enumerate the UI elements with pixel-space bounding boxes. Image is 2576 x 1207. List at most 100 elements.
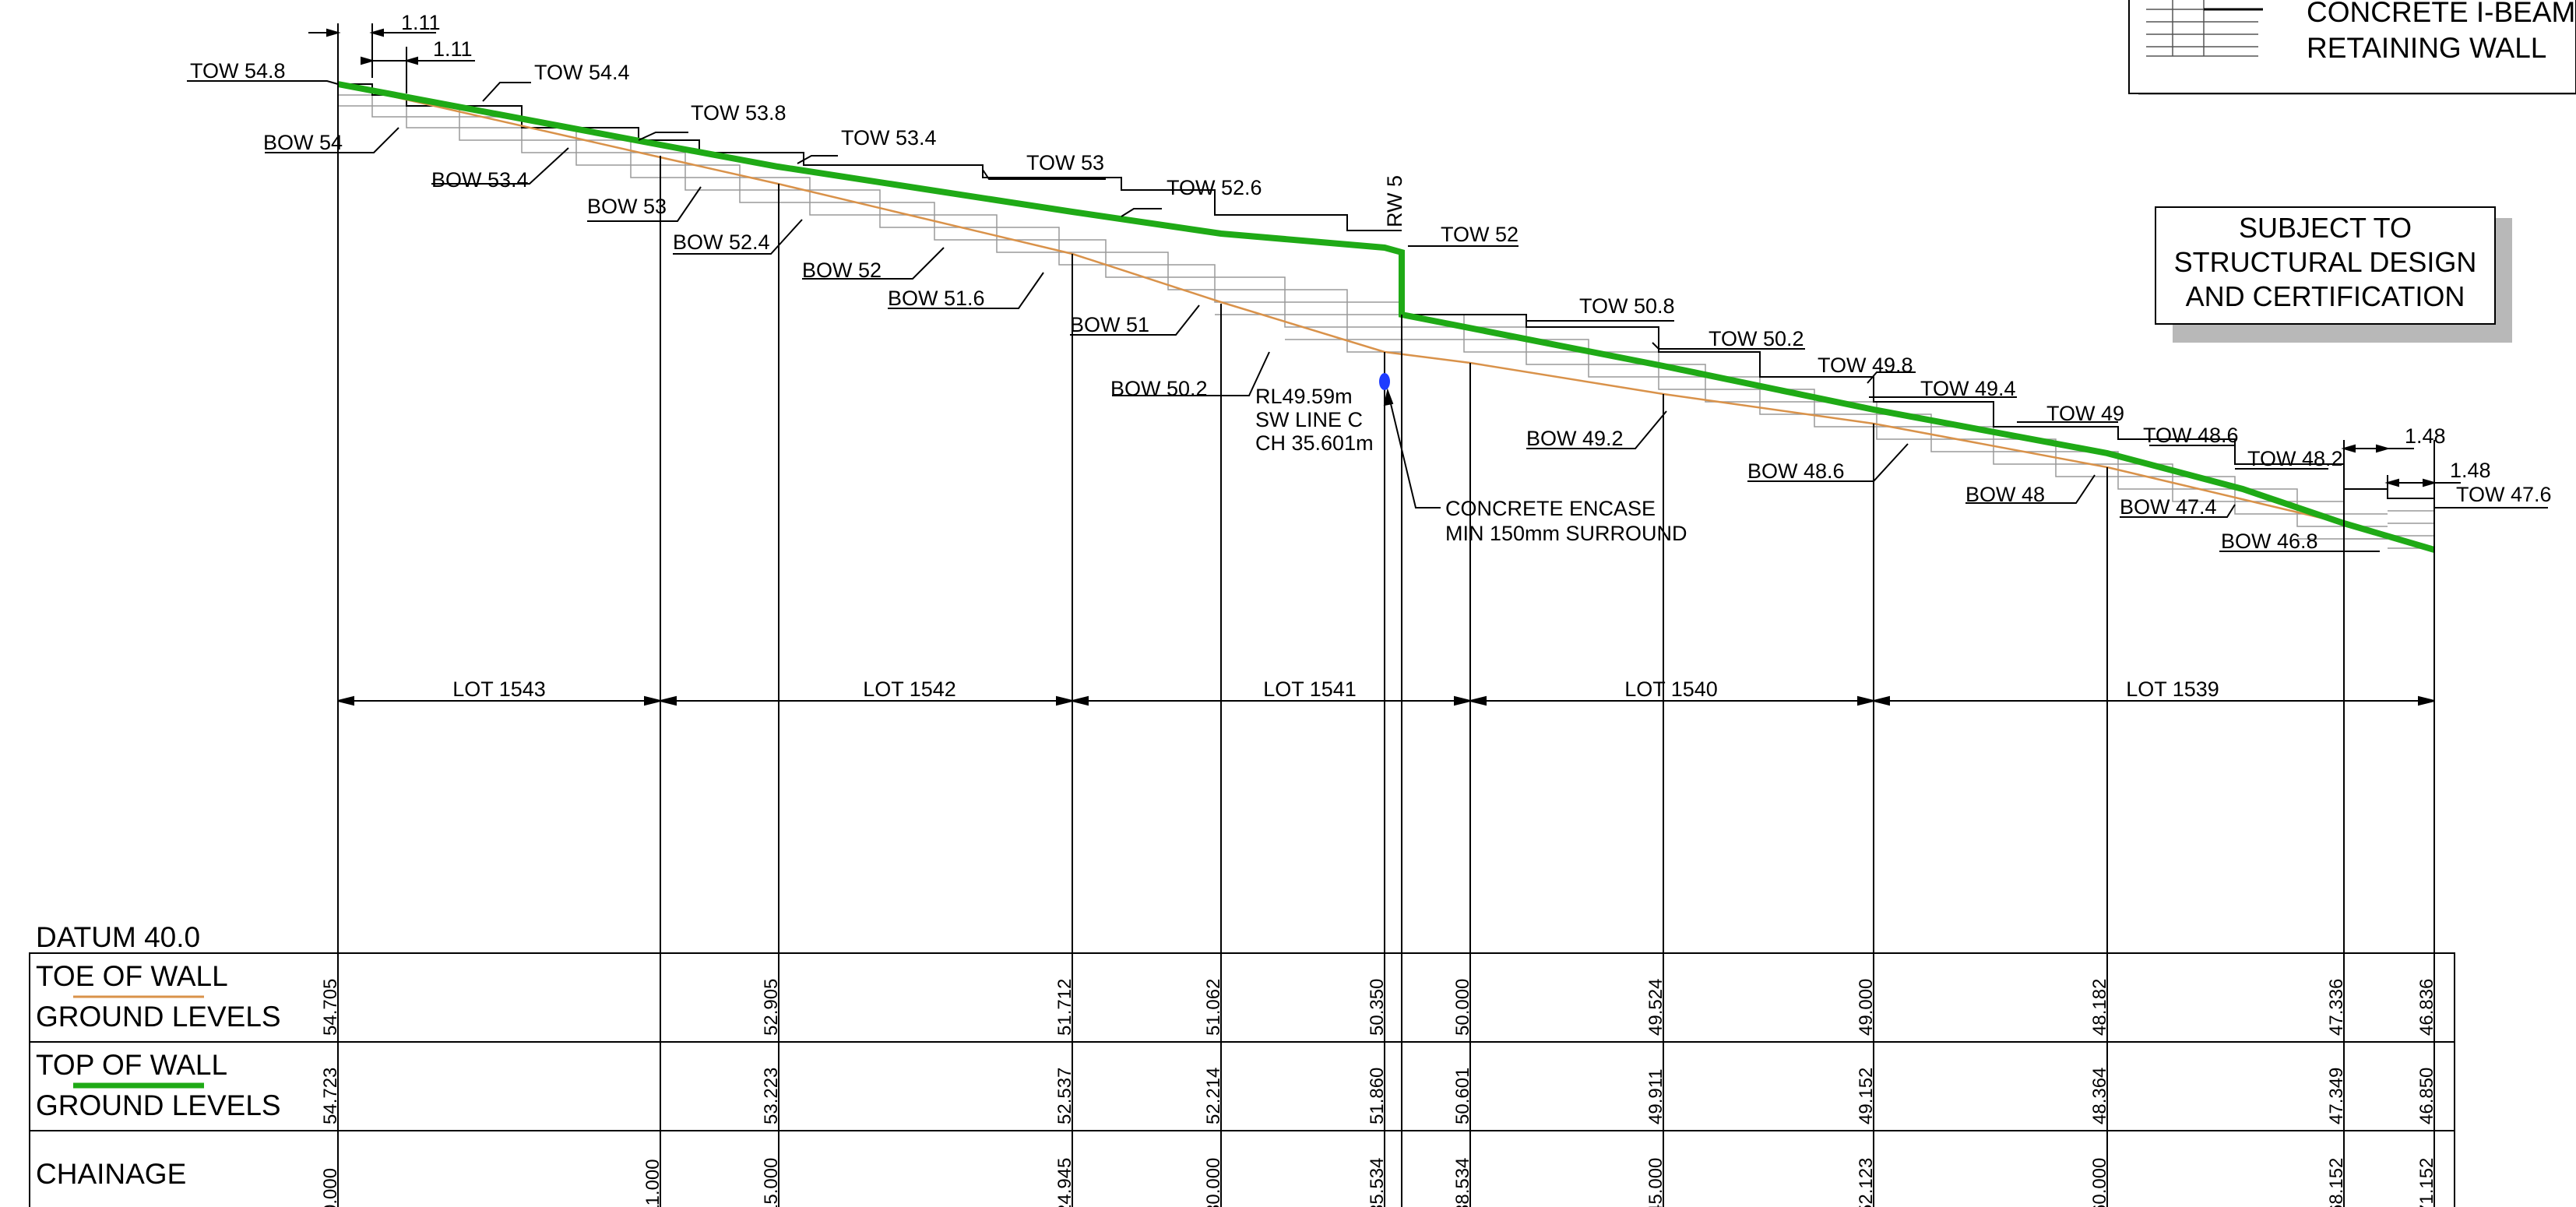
chainage: 30.000 bbox=[1203, 1158, 1224, 1207]
toe-level: 51.712 bbox=[1054, 979, 1075, 1036]
bow-label-53: BOW 53 bbox=[587, 195, 667, 218]
chainage: 15.000 bbox=[761, 1158, 782, 1207]
chainage: 35.534 bbox=[1367, 1158, 1388, 1207]
service-line: SW LINE C bbox=[1255, 408, 1363, 431]
service-chainage: CH 35.601m bbox=[1255, 431, 1374, 455]
bow-label-52: BOW 52 bbox=[802, 259, 882, 282]
top-level: 51.860 bbox=[1367, 1068, 1388, 1124]
dimension-right-label-1: 1.48 bbox=[2405, 424, 2446, 448]
lot-dimension-line bbox=[337, 695, 2435, 706]
legend-symbol bbox=[2146, 0, 2263, 57]
top-level: 53.223 bbox=[761, 1068, 782, 1124]
toe-level: 48.182 bbox=[2089, 979, 2110, 1036]
chainage: 68.152 bbox=[2326, 1158, 2347, 1207]
chainage: 52.123 bbox=[1856, 1158, 1877, 1207]
dimension-right bbox=[2341, 444, 2461, 498]
tow-label-47-6: TOW 47.6 bbox=[2456, 483, 2552, 506]
chainage: 24.945 bbox=[1054, 1158, 1075, 1207]
lot-label-1540: LOT 1540 bbox=[1624, 677, 1718, 701]
lot-label-1539: LOT 1539 bbox=[2126, 677, 2219, 701]
structural-note-box: SUBJECT TO STRUCTURAL DESIGN AND CERTIFI… bbox=[2155, 206, 2512, 343]
top-level: 46.850 bbox=[2416, 1068, 2437, 1124]
tow-label-48-2: TOW 48.2 bbox=[2247, 447, 2343, 470]
bow-label-47-4: BOW 47.4 bbox=[2120, 495, 2217, 519]
bow-label-54: BOW 54 bbox=[263, 131, 343, 154]
legend-line-2: RETAINING WALL bbox=[2307, 32, 2546, 64]
top-level: 49.152 bbox=[1856, 1068, 1877, 1124]
dimension-right-label-2: 1.48 bbox=[2450, 459, 2491, 482]
bow-label-52-4: BOW 52.4 bbox=[673, 230, 770, 254]
toe-level: 50.350 bbox=[1367, 979, 1388, 1036]
top-level-values: 54.723 53.223 52.537 52.214 51.860 50.60… bbox=[320, 1068, 2437, 1124]
row-top-line-2: GROUND LEVELS bbox=[36, 1089, 281, 1121]
note-line-2: STRUCTURAL DESIGN bbox=[2174, 246, 2477, 278]
chainage-values: 0.000 11.000 15.000 24.945 30.000 35.534… bbox=[320, 1158, 2437, 1207]
top-level: 52.214 bbox=[1203, 1068, 1224, 1124]
chainage: 0.000 bbox=[320, 1168, 341, 1207]
toe-level: 51.062 bbox=[1203, 979, 1224, 1036]
chainage: 45.000 bbox=[1645, 1158, 1666, 1207]
lot-label-1543: LOT 1543 bbox=[452, 677, 546, 701]
tow-label-53: TOW 53 bbox=[1026, 151, 1104, 174]
toe-level: 46.836 bbox=[2416, 979, 2437, 1036]
top-level: 48.364 bbox=[2089, 1068, 2110, 1124]
encase-note-2: MIN 150mm SURROUND bbox=[1445, 522, 1687, 545]
bow-label-48: BOW 48 bbox=[1965, 483, 2045, 506]
toe-ground-line bbox=[337, 83, 2435, 551]
toe-level: 52.905 bbox=[761, 979, 782, 1036]
note-line-3: AND CERTIFICATION bbox=[2186, 280, 2465, 312]
top-level: 52.537 bbox=[1054, 1068, 1075, 1124]
bow-label-49-2: BOW 49.2 bbox=[1526, 427, 1624, 450]
bow-label-46-8: BOW 46.8 bbox=[2221, 530, 2318, 553]
rw-label: RW 5 bbox=[1383, 175, 1406, 227]
datum-label: DATUM 40.0 bbox=[36, 921, 200, 953]
tow-label-54-4: TOW 54.4 bbox=[534, 61, 630, 84]
lot-label-1541: LOT 1541 bbox=[1263, 677, 1357, 701]
tow-label-52: TOW 52 bbox=[1441, 223, 1519, 246]
tow-label-53-4: TOW 53.4 bbox=[841, 126, 937, 150]
service-marker-icon bbox=[1379, 373, 1390, 390]
row-top-line-1: TOP OF WALL bbox=[36, 1049, 227, 1081]
service-rl: RL49.59m bbox=[1255, 385, 1353, 408]
dimension-top bbox=[308, 23, 475, 93]
station-lines bbox=[337, 78, 2435, 1207]
legend-box: CONCRETE I-BEAM RETAINING WALL bbox=[2128, 0, 2576, 95]
encase-leader bbox=[1383, 388, 1441, 508]
encase-note-1: CONCRETE ENCASE bbox=[1445, 497, 1656, 520]
tow-label-50-8: TOW 50.8 bbox=[1579, 294, 1675, 318]
bow-label-53-4: BOW 53.4 bbox=[431, 168, 529, 192]
tow-leaders bbox=[187, 80, 2548, 508]
toe-level: 49.000 bbox=[1856, 979, 1877, 1036]
bow-label-50-2: BOW 50.2 bbox=[1110, 377, 1208, 400]
toe-level-values: 54.705 52.905 51.712 51.062 50.350 50.00… bbox=[320, 979, 2437, 1036]
row-toe-line-2: GROUND LEVELS bbox=[36, 1001, 281, 1033]
dimension-top-label-1: 1.11 bbox=[401, 11, 441, 34]
tow-label-53-8: TOW 53.8 bbox=[691, 101, 787, 125]
legend-line-1: CONCRETE I-BEAM bbox=[2307, 0, 2575, 28]
chainage: 60.000 bbox=[2089, 1158, 2110, 1207]
bow-leaders bbox=[265, 127, 2380, 552]
top-level: 49.911 bbox=[1645, 1068, 1666, 1124]
top-level: 47.349 bbox=[2326, 1068, 2347, 1124]
tow-label-49: TOW 49 bbox=[2046, 402, 2124, 425]
toe-level: 54.705 bbox=[320, 979, 341, 1036]
tow-label-54-8: TOW 54.8 bbox=[190, 59, 286, 83]
dimension-top-label-2: 1.11 bbox=[433, 37, 473, 61]
row-toe-line-1: TOE OF WALL bbox=[36, 960, 228, 992]
tow-label-50-2: TOW 50.2 bbox=[1709, 327, 1804, 350]
top-of-wall-line bbox=[337, 81, 2436, 553]
tow-label-52-6: TOW 52.6 bbox=[1167, 176, 1262, 199]
tow-label-49-4: TOW 49.4 bbox=[1920, 377, 2016, 400]
bow-label-51-6: BOW 51.6 bbox=[888, 287, 985, 310]
chainage: 11.000 bbox=[642, 1159, 663, 1207]
note-line-1: SUBJECT TO bbox=[2239, 212, 2412, 244]
toe-level: 50.000 bbox=[1452, 979, 1473, 1036]
toe-level: 47.336 bbox=[2326, 979, 2347, 1036]
level-table bbox=[29, 952, 2455, 1207]
wall-panel-hatch bbox=[338, 83, 2434, 549]
chainage: 71.152 bbox=[2416, 1158, 2437, 1207]
bow-label-51: BOW 51 bbox=[1070, 313, 1149, 336]
chainage: 38.534 bbox=[1452, 1158, 1473, 1207]
bow-label-48-6: BOW 48.6 bbox=[1747, 459, 1845, 483]
